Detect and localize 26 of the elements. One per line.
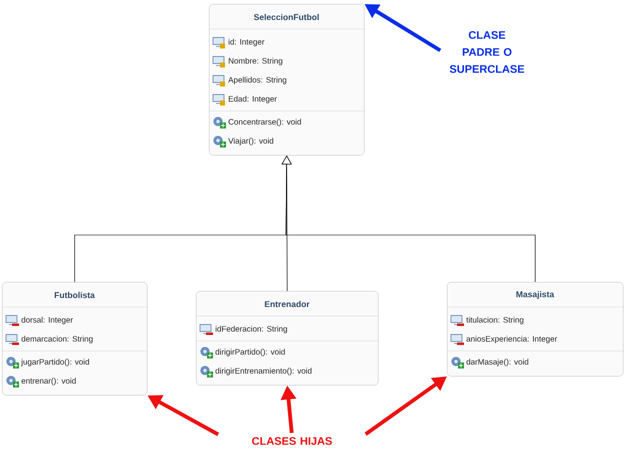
attribute-text: dorsal: Integer [22,316,73,324]
class-box [2,282,148,396]
class-name: Entrenador [264,300,310,308]
method-text: entrenar(): void [22,378,76,386]
method-text: Concentrarse(): void [228,118,301,126]
method-text: darMasaje(): void [466,358,528,366]
attribute-text: idFederacion: String [216,326,287,334]
attribute-text: Apellidos: String [228,76,286,84]
class-box [196,291,378,386]
class-name: SeleccionFutbol [254,14,319,20]
annotation-text: CLASES HIJAS [252,437,332,445]
method-text: Viajar(): void [228,138,274,146]
class-box [208,4,364,156]
class-name: Futbolista [54,292,95,298]
class-name: Masajista [516,291,554,299]
attribute-text: Nombre: String [228,58,282,66]
attribute-text: id: Integer [228,38,264,46]
attribute-text: titulacion: String [466,316,524,324]
class-box [446,282,624,376]
method-text: jugarPartido(): void [21,358,89,366]
attribute-text: Edad: Integer [228,96,277,104]
method-text: dirigirEntrenamiento(): void [216,368,312,376]
attribute-text: demarcacion: String [22,336,93,344]
annotation-text: CLASE PADRE O SUPERCLASE [450,31,524,73]
attribute-text: aniosExperiencia: Integer [466,336,558,344]
method-text: dirigirPartido(): void [216,348,285,356]
